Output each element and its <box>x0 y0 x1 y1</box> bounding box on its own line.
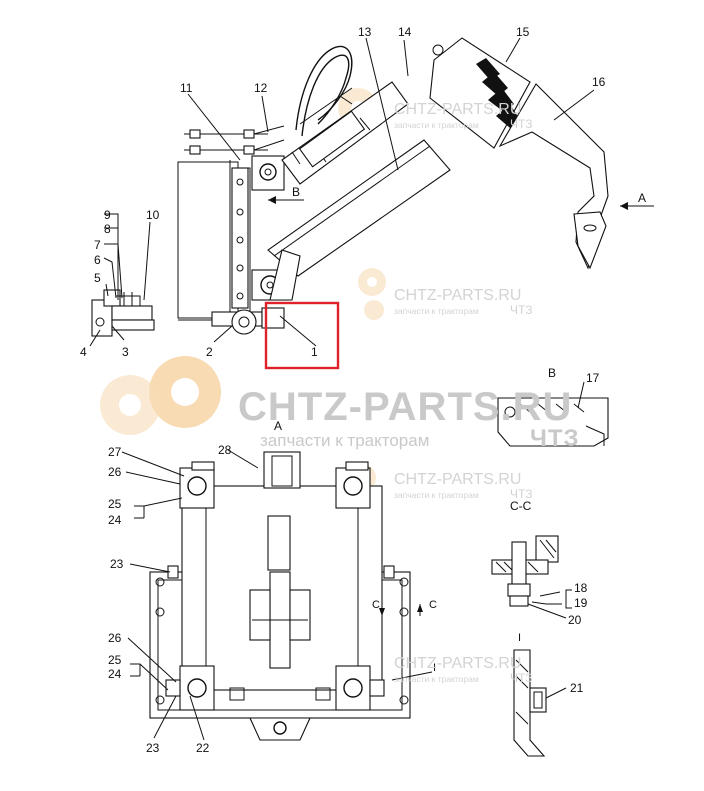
leader-lines <box>89 37 595 741</box>
callout-19: 19 <box>574 596 588 610</box>
watermark-gear-large <box>100 356 221 435</box>
arrow-a-label: A <box>638 191 646 205</box>
detail-i: I <box>513 632 547 757</box>
arrow-i-label: I <box>433 662 436 674</box>
watermark-text: CHTZ-PARTS.RU запчасти к тракторам ЧТЗ C… <box>238 101 580 685</box>
watermark-small-1-brand: ЧТЗ <box>510 117 532 131</box>
arrow-c1-label: C <box>372 599 380 611</box>
callout-10: 10 <box>146 208 160 222</box>
callout-labels: 1 2 3 4 5 6 7 8 9 10 11 12 13 14 15 16 1… <box>80 25 606 755</box>
callout-25-bottom: 25 <box>108 653 122 667</box>
callout-16: 16 <box>592 75 606 89</box>
callout-25-top: 25 <box>108 497 122 511</box>
callout-21: 21 <box>570 681 584 695</box>
watermark-small-1: CHTZ-PARTS.RU <box>394 101 521 118</box>
callout-1: 1 <box>311 345 318 359</box>
callout-8: 8 <box>104 222 111 236</box>
detail-i-title: I <box>518 632 521 644</box>
callout-22-bottom: 22 <box>196 741 210 755</box>
section-c-c: C-C <box>491 499 559 607</box>
callout-7: 7 <box>94 238 101 252</box>
callout-27: 27 <box>108 445 122 459</box>
callout-28: 28 <box>218 443 232 457</box>
callout-17: 17 <box>586 371 600 385</box>
view-b-bracket: B <box>497 366 609 447</box>
callout-26-bottom: 26 <box>108 631 122 645</box>
arrow-b-label: B <box>292 185 300 199</box>
highlight-box[interactable] <box>264 301 340 370</box>
view-a-assembly: A <box>149 419 437 741</box>
callout-5: 5 <box>94 271 101 285</box>
watermark-small-3-brand: ЧТЗ <box>510 487 532 501</box>
main-view-ripper: B A <box>177 37 654 335</box>
callout-4: 4 <box>80 345 87 359</box>
callout-15: 15 <box>516 25 530 39</box>
view-a-title: A <box>274 419 282 433</box>
callout-24-bottom: 24 <box>108 667 122 681</box>
callout-3: 3 <box>122 345 129 359</box>
callout-9: 9 <box>104 208 111 222</box>
callout-20: 20 <box>568 613 582 627</box>
view-b-title: B <box>548 366 556 380</box>
section-cc-title: C-C <box>510 499 532 513</box>
watermark-small-1-sub: запчасти к тракторам <box>394 120 479 130</box>
callout-26-top: 26 <box>108 465 122 479</box>
watermark-sub: запчасти к тракторам <box>260 431 429 450</box>
watermark-small-3-sub: запчасти к тракторам <box>394 490 479 500</box>
watermark-main: CHTZ-PARTS.RU <box>238 385 572 429</box>
callout-6: 6 <box>94 253 101 267</box>
callout-23-bottom: 23 <box>146 741 160 755</box>
watermark-small-3: CHTZ-PARTS.RU <box>394 471 521 488</box>
callout-24-top: 24 <box>108 513 122 527</box>
watermark-brand: ЧТЗ <box>530 425 580 452</box>
watermark-small-4-brand: ЧТЗ <box>510 671 532 685</box>
watermark-gear-mid <box>358 268 386 320</box>
watermark-small-2: CHTZ-PARTS.RU <box>394 287 521 304</box>
callout-18: 18 <box>574 581 588 595</box>
callout-11: 11 <box>180 81 193 95</box>
watermark-small-4: CHTZ-PARTS.RU <box>394 655 521 672</box>
watermark-small-2-sub: запчасти к тракторам <box>394 306 479 316</box>
callout-2: 2 <box>206 345 213 359</box>
callout-14: 14 <box>398 25 412 39</box>
callout-13: 13 <box>358 25 372 39</box>
arrow-c2-label: C <box>429 599 437 611</box>
watermark-small-4-sub: запчасти к тракторам <box>394 674 479 684</box>
callout-23-top: 23 <box>110 557 124 571</box>
callout-12: 12 <box>254 81 268 95</box>
watermark-small-2-brand: ЧТЗ <box>510 303 532 317</box>
